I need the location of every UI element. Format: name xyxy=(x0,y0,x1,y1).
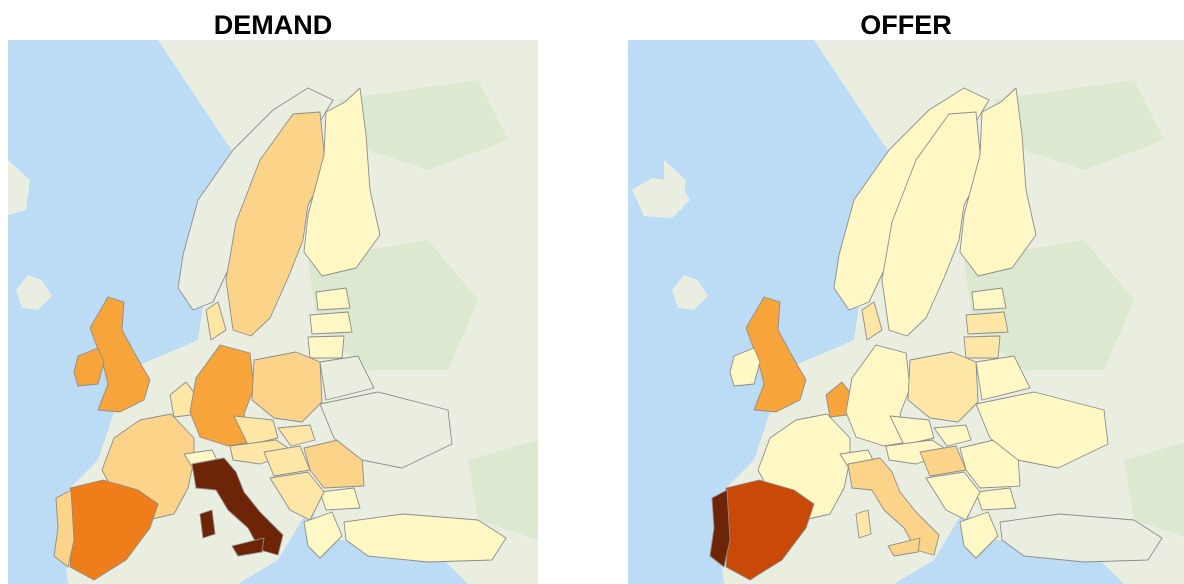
country-portugal[interactable] xyxy=(709,489,731,568)
country-sardinia[interactable] xyxy=(855,509,872,539)
country-portugal[interactable] xyxy=(53,489,75,568)
country-sardinia[interactable] xyxy=(199,509,216,539)
country-latvia[interactable] xyxy=(309,311,353,335)
iceland xyxy=(632,178,690,218)
country-sweden[interactable] xyxy=(881,111,983,337)
country-ukraine[interactable] xyxy=(319,391,453,469)
country-slovakia[interactable] xyxy=(277,424,316,447)
country-balkans[interactable] xyxy=(925,471,981,521)
country-uk[interactable] xyxy=(745,296,807,413)
country-latvia[interactable] xyxy=(965,311,1009,335)
offer-map[interactable] xyxy=(628,40,1184,584)
country-uk[interactable] xyxy=(89,296,151,413)
country-sicily[interactable] xyxy=(887,537,921,557)
country-bulgaria[interactable] xyxy=(975,487,1017,511)
country-bulgaria[interactable] xyxy=(319,487,361,511)
country-balkans[interactable] xyxy=(269,471,325,521)
country-finland[interactable] xyxy=(303,87,381,277)
land-vegetation xyxy=(308,240,478,370)
demand-map[interactable] xyxy=(8,40,538,584)
land-vegetation xyxy=(1124,442,1184,537)
country-poland[interactable] xyxy=(907,351,979,423)
country-belarus[interactable] xyxy=(975,355,1031,401)
country-sicily[interactable] xyxy=(231,537,265,557)
country-lithuania[interactable] xyxy=(307,335,345,359)
land-mass xyxy=(8,160,30,215)
demand-title: DEMAND xyxy=(213,10,333,40)
country-slovakia[interactable] xyxy=(933,424,972,447)
country-czech[interactable] xyxy=(889,415,935,446)
country-greece[interactable] xyxy=(303,511,343,559)
land-vegetation xyxy=(338,80,508,170)
country-lithuania[interactable] xyxy=(963,335,1001,359)
country-denmark[interactable] xyxy=(205,301,227,341)
land-vegetation xyxy=(994,80,1164,170)
country-sweden[interactable] xyxy=(225,111,327,337)
country-finland[interactable] xyxy=(959,87,1037,277)
country-estonia[interactable] xyxy=(315,287,351,311)
island xyxy=(672,275,708,310)
country-belarus[interactable] xyxy=(319,355,375,401)
country-denmark[interactable] xyxy=(861,301,883,341)
country-czech[interactable] xyxy=(233,415,279,446)
country-estonia[interactable] xyxy=(971,287,1007,311)
land-vegetation xyxy=(964,240,1134,370)
country-turkey[interactable] xyxy=(999,513,1163,563)
land-vegetation xyxy=(468,440,538,540)
country-greece[interactable] xyxy=(959,511,999,559)
country-italy[interactable] xyxy=(847,457,940,556)
country-ireland[interactable] xyxy=(729,347,761,387)
country-ukraine[interactable] xyxy=(975,391,1109,469)
country-ireland[interactable] xyxy=(73,347,105,387)
island xyxy=(16,275,52,310)
country-turkey[interactable] xyxy=(343,513,507,563)
country-poland[interactable] xyxy=(251,351,323,423)
country-italy[interactable] xyxy=(191,457,284,556)
offer-title: OFFER xyxy=(860,10,952,40)
